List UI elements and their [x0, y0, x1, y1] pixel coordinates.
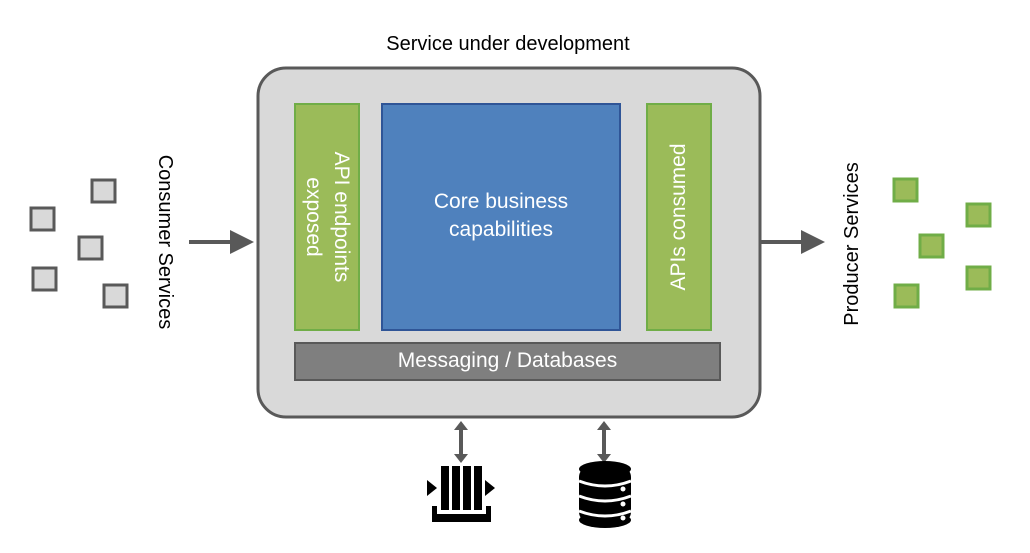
- producer-services-cluster: [892, 177, 992, 309]
- consumer-services-cluster: [29, 178, 129, 309]
- queue-double-arrow: [454, 421, 468, 463]
- apis-consumed-label: APIs consumed: [666, 143, 690, 291]
- producer-service-square: [918, 233, 945, 259]
- messaging-databases-label: Messaging / Databases: [397, 349, 618, 373]
- messaging-databases-bar: [294, 342, 721, 381]
- core-capabilities-label: Core business capabilities: [433, 189, 569, 241]
- producer-service-square: [893, 283, 920, 309]
- message-queue-icon: [427, 466, 495, 522]
- apis-consumed-box: [646, 103, 712, 331]
- producer-service-square: [965, 265, 992, 291]
- database-icon: [578, 461, 632, 528]
- consumer-service-square: [77, 235, 104, 261]
- consumer-service-square: [102, 283, 129, 309]
- producer-services-label: Producer Services: [841, 162, 863, 326]
- core-capabilities-box: [381, 103, 621, 331]
- consumer-service-square: [29, 206, 56, 232]
- consumer-service-square: [31, 266, 58, 292]
- consumer-services-label: Consumer Services: [154, 154, 176, 330]
- diagram-title: Service under development: [386, 33, 630, 55]
- api-endpoints-box: [294, 103, 360, 331]
- producer-service-square: [892, 177, 919, 203]
- api-endpoints-label: API endpoints exposed: [302, 151, 354, 283]
- consumer-service-square: [90, 178, 117, 204]
- database-double-arrow: [597, 421, 611, 463]
- producer-service-square: [965, 202, 992, 228]
